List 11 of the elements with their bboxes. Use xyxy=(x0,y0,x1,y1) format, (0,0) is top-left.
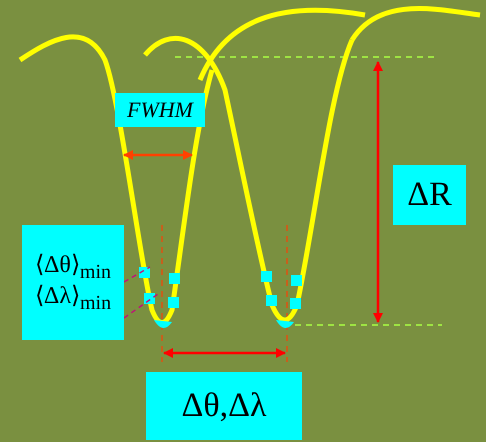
label-box xyxy=(393,165,466,225)
delta-r-label: ΔR xyxy=(407,176,452,214)
label-box xyxy=(115,93,205,127)
label-box xyxy=(146,372,302,440)
label-box xyxy=(22,225,124,340)
delta-label: Δθ,Δλ xyxy=(182,387,266,425)
leader-line xyxy=(124,293,158,319)
leader-line xyxy=(124,266,150,283)
min-resolution-label: ⟨Δθ⟩$_{min}$ xyxy=(34,252,112,282)
min-resolution-label: ⟨Δλ⟩$_{min}$ xyxy=(34,282,112,314)
fwhm-label: FWHM xyxy=(127,98,193,122)
